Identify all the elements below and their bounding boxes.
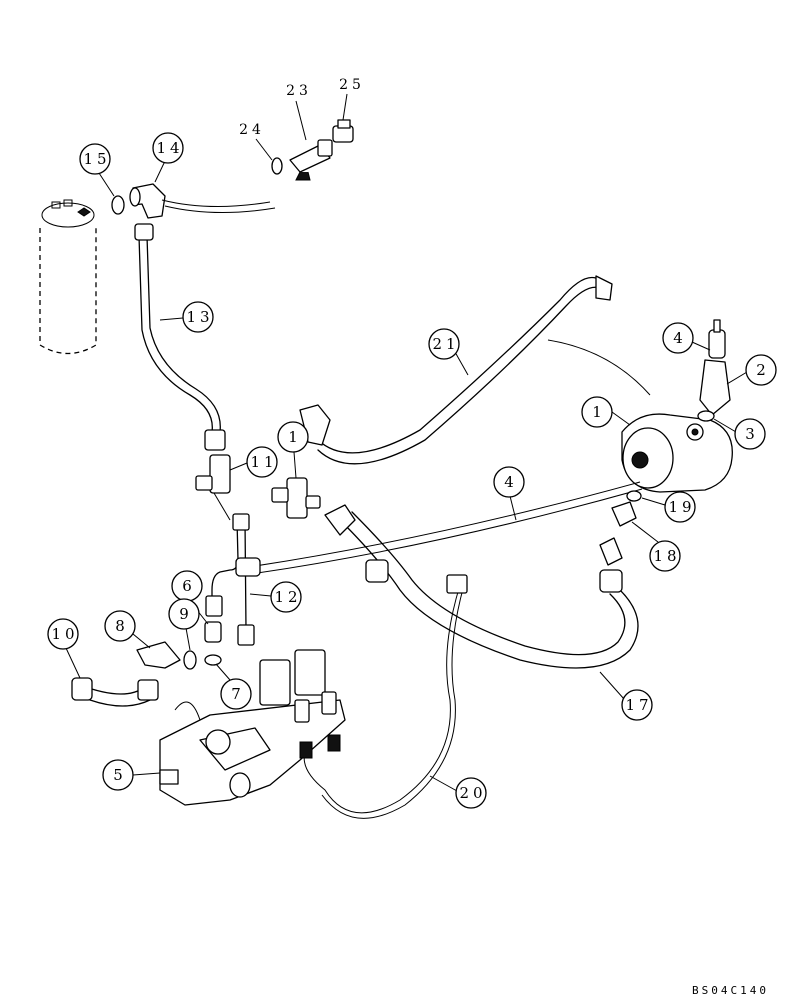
- callout-4-tube-label: 4: [504, 473, 518, 491]
- callout-17: 17: [599, 671, 653, 721]
- callout-12-label: 12: [274, 588, 301, 606]
- o-ring-15: [111, 195, 125, 215]
- tube-4: [241, 481, 643, 576]
- callout-9-label: 9: [179, 605, 193, 623]
- callout-4-upper-label: 4: [673, 329, 687, 347]
- tube-12: [205, 513, 261, 646]
- callout-8-label: 8: [115, 617, 129, 635]
- label-25: 25: [339, 77, 365, 121]
- callout-20: 20: [429, 775, 487, 809]
- callout-15: 15: [79, 143, 115, 197]
- fitting-6: [204, 621, 222, 643]
- callout-19-label: 19: [668, 498, 695, 516]
- callout-9: 9: [168, 598, 200, 651]
- callout-18: 18: [631, 521, 681, 572]
- o-ring-3: [697, 410, 715, 422]
- callout-19: 19: [641, 491, 696, 523]
- callout-18-label: 18: [653, 547, 680, 565]
- callout-13-label: 13: [186, 308, 213, 326]
- o-ring-9: [183, 650, 197, 670]
- callout-6-label: 6: [182, 577, 196, 595]
- elbow-8: [136, 641, 181, 669]
- callout-1-tee: 1: [277, 421, 309, 479]
- drawing-id: BS04C140: [692, 984, 769, 997]
- tube-13: [134, 223, 226, 451]
- fitting-18: [611, 501, 637, 527]
- hose-17: [324, 504, 639, 669]
- callout-2-label: 2: [756, 361, 770, 379]
- callout-13: 13: [159, 301, 214, 333]
- o-ring-24: [271, 157, 283, 175]
- callout-5: 5: [102, 759, 161, 791]
- tee-11: [195, 454, 231, 521]
- tee-fitting: [271, 477, 321, 519]
- callout-21: 21: [428, 328, 469, 376]
- callout-5-label: 5: [113, 766, 127, 784]
- callout-3: 3: [713, 418, 766, 450]
- callout-15-label: 15: [83, 150, 110, 168]
- callout-21-label: 21: [432, 335, 459, 353]
- callout-8: 8: [104, 610, 151, 649]
- elbow-14: [129, 183, 276, 219]
- label-24-text: 24: [239, 122, 265, 138]
- callout-10: 10: [47, 618, 81, 679]
- callout-1-tee-label: 1: [288, 428, 302, 446]
- callout-2: 2: [726, 354, 777, 386]
- label-23: 23: [286, 83, 312, 141]
- callout-14: 14: [152, 132, 184, 183]
- fitting-25: [332, 119, 354, 143]
- callout-20-label: 20: [459, 784, 486, 802]
- pump-1: [621, 413, 733, 493]
- label-24: 24: [239, 122, 273, 161]
- callout-4-upper: 4: [662, 322, 711, 354]
- callout-11: 11: [229, 446, 278, 478]
- callout-1-pump-label: 1: [592, 403, 606, 421]
- callout-1-pump: 1: [581, 396, 631, 428]
- hose-21: [299, 275, 651, 465]
- o-ring-7: [204, 654, 222, 666]
- callout-17-label: 17: [625, 696, 652, 714]
- callout-3-label: 3: [745, 425, 759, 443]
- callout-7: 7: [215, 663, 252, 710]
- callout-12: 12: [249, 581, 302, 613]
- filter-canister: [39, 199, 97, 355]
- hose-10: [71, 677, 201, 721]
- label-23-text: 23: [286, 83, 312, 99]
- callout-11-label: 11: [250, 453, 277, 471]
- callout-7-label: 7: [231, 685, 245, 703]
- callout-4-tube: 4: [493, 466, 525, 521]
- tee-fitting-23: [289, 139, 333, 181]
- fitting-4-upper: [708, 319, 726, 359]
- o-ring-19: [626, 490, 642, 502]
- label-25-text: 25: [339, 77, 365, 93]
- wire-harness-20: [299, 574, 468, 819]
- callout-14-label: 14: [156, 139, 183, 157]
- control-valve-5: [159, 649, 346, 806]
- elbow-2: [699, 359, 731, 416]
- callout-10-label: 10: [51, 625, 78, 643]
